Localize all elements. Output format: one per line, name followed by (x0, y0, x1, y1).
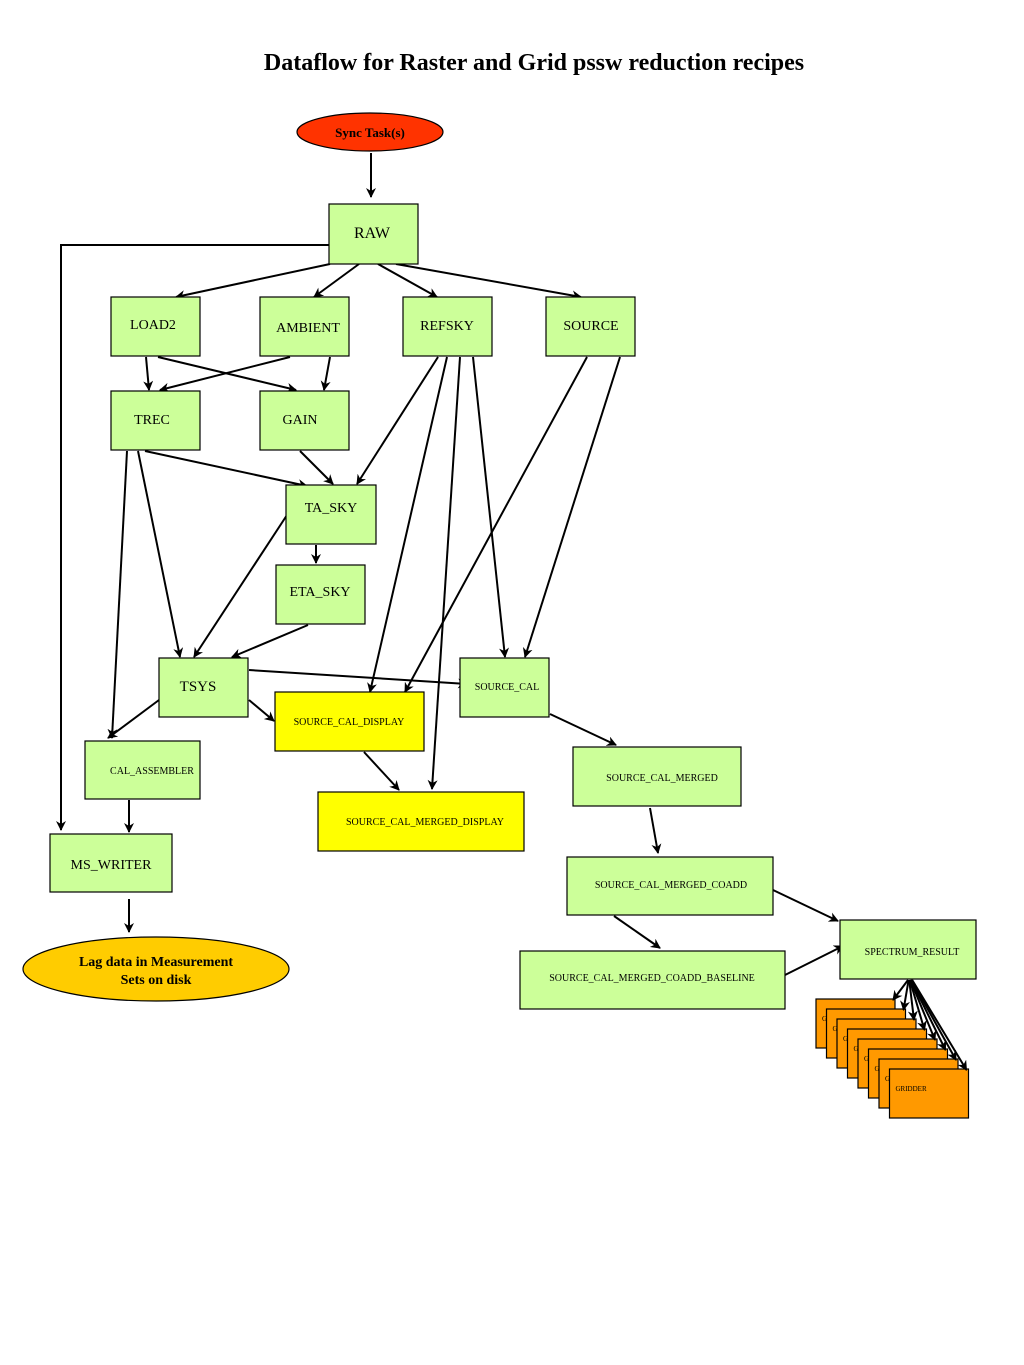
edges (56, 153, 844, 976)
edge-spectrum-result-gridder (908, 979, 927, 1031)
source-node: SOURCE (545, 296, 636, 357)
edge-trec-ta-sky (144, 450, 308, 489)
edge-spectrum-result-gridder (900, 979, 910, 1011)
trec-label: TREC (134, 413, 170, 428)
source-cal-merged-node: SOURCE_CAL_MERGED (572, 746, 742, 807)
edge-source-source-cal-display (404, 356, 588, 693)
gridder-node: GRIDDER (888, 1068, 970, 1119)
diagram-title: Dataflow for Raster and Grid pssw reduct… (263, 50, 805, 76)
edge-source-cal-display-merged-display (363, 751, 400, 791)
edge-refsky-source-cal-merged-display (427, 356, 461, 790)
edge-ambient-gain (320, 356, 331, 391)
edge-tsys-source-cal-display (248, 699, 275, 722)
eta-sky-node: ETA_SKY (275, 564, 366, 625)
edge-trec-cal-assembler (107, 450, 128, 739)
edge-refsky-ta-sky (356, 356, 439, 485)
cal-assembler-node: CAL_ASSEMBLER (84, 740, 201, 800)
edge-spectrum-result-gridder (892, 979, 909, 1001)
source-cal-merged-coadd-baseline-label: SOURCE_CAL_MERGED_COADD_BASELINE (549, 973, 755, 984)
spectrum-result-node: SPECTRUM_RESULT (839, 919, 977, 980)
edge-raw-ambient (313, 263, 360, 298)
ta-sky-node: TA_SKY (285, 484, 377, 545)
source-cal-merged-display-node: SOURCE_CAL_MERGED_DISPLAY (317, 791, 525, 852)
trec-node: TREC (110, 390, 201, 451)
source-cal-merged-display-label: SOURCE_CAL_MERGED_DISPLAY (346, 817, 504, 828)
tsys-node: TSYS (158, 657, 249, 718)
edge-baseline-spectrum-result (784, 945, 844, 976)
gridder-edges (892, 979, 968, 1071)
edge-raw-ms-writer (56, 244, 329, 831)
load2-node: LOAD2 (110, 296, 201, 357)
gain-node: GAIN (259, 390, 350, 451)
lag-data-label-line2: Sets on disk (121, 973, 192, 988)
source-cal-merged-label: SOURCE_CAL_MERGED (606, 773, 718, 784)
edge-spectrum-result-gridder (911, 979, 968, 1071)
edge-tsys-source-cal (248, 669, 468, 689)
ms-writer-label: MS_WRITER (71, 858, 153, 873)
gain-label: GAIN (283, 413, 318, 428)
edge-source-cal-source-cal-merged (549, 713, 617, 746)
tsys-label: TSYS (180, 679, 217, 695)
ambient-label: AMBIENT (276, 321, 340, 336)
edge-tsys-cal-assembler (107, 699, 160, 739)
edge-refsky-source-cal (472, 356, 510, 658)
edge-coadd-baseline (613, 915, 661, 949)
source-label: SOURCE (563, 319, 618, 334)
edge-coadd-spectrum-result (772, 889, 839, 922)
lag-data-node: Lag data in Measurement Sets on disk (22, 936, 290, 1002)
gridder-stack: GRIDDERGRIDDERGRIDDERGRIDDERGRIDDERGRIDD… (815, 998, 970, 1119)
edge-trec-tsys (137, 450, 184, 658)
source-cal-merged-coadd-label: SOURCE_CAL_MERGED_COADD (595, 880, 747, 891)
edge-spectrum-result-gridder (910, 979, 957, 1061)
source-cal-display-label: SOURCE_CAL_DISPLAY (294, 717, 405, 728)
edge-raw-refsky (377, 263, 438, 298)
edge-refsky-source-cal-display (367, 356, 448, 693)
refsky-label: REFSKY (420, 319, 474, 334)
lag-data-label-line1: Lag data in Measurement (79, 955, 233, 970)
edge-gain-ta-sky (299, 450, 334, 485)
source-cal-merged-coadd-baseline-node: SOURCE_CAL_MERGED_COADD_BASELINE (519, 950, 786, 1010)
refsky-node: REFSKY (402, 296, 493, 357)
raw-node: RAW (328, 203, 419, 265)
sync-task-node: Sync Task(s) (296, 112, 444, 152)
raw-label: RAW (354, 225, 391, 242)
cal-assembler-label: CAL_ASSEMBLER (110, 766, 194, 777)
source-cal-merged-coadd-node: SOURCE_CAL_MERGED_COADD (566, 856, 774, 916)
source-cal-node: SOURCE_CAL (459, 657, 550, 718)
edge-merged-coadd (649, 807, 662, 854)
source-cal-display-node: SOURCE_CAL_DISPLAY (274, 691, 425, 752)
eta-sky-label: ETA_SKY (289, 585, 350, 600)
edge-raw-load2 (175, 263, 331, 301)
ambient-node: AMBIENT (259, 296, 350, 357)
spectrum-result-label: SPECTRUM_RESULT (865, 947, 960, 958)
edge-raw-source (395, 263, 582, 301)
edge-spectrum-result-gridder (907, 979, 918, 1021)
source-cal-label: SOURCE_CAL (475, 682, 539, 693)
ta-sky-label: TA_SKY (305, 501, 358, 516)
edge-spectrum-result-gridder (910, 979, 947, 1051)
edge-eta-sky-tsys (231, 624, 309, 659)
sync-task-label: Sync Task(s) (335, 125, 405, 140)
edge-spectrum-result-gridder (909, 979, 937, 1041)
ms-writer-node: MS_WRITER (49, 833, 173, 893)
load2-label: LOAD2 (130, 318, 176, 333)
gridder-label: GRIDDER (896, 1085, 927, 1093)
edge-source-source-cal (522, 356, 621, 658)
edge-ta-sky-tsys (193, 514, 288, 658)
edge-load2-trec (143, 356, 154, 391)
edge-ambient-trec (159, 356, 291, 393)
